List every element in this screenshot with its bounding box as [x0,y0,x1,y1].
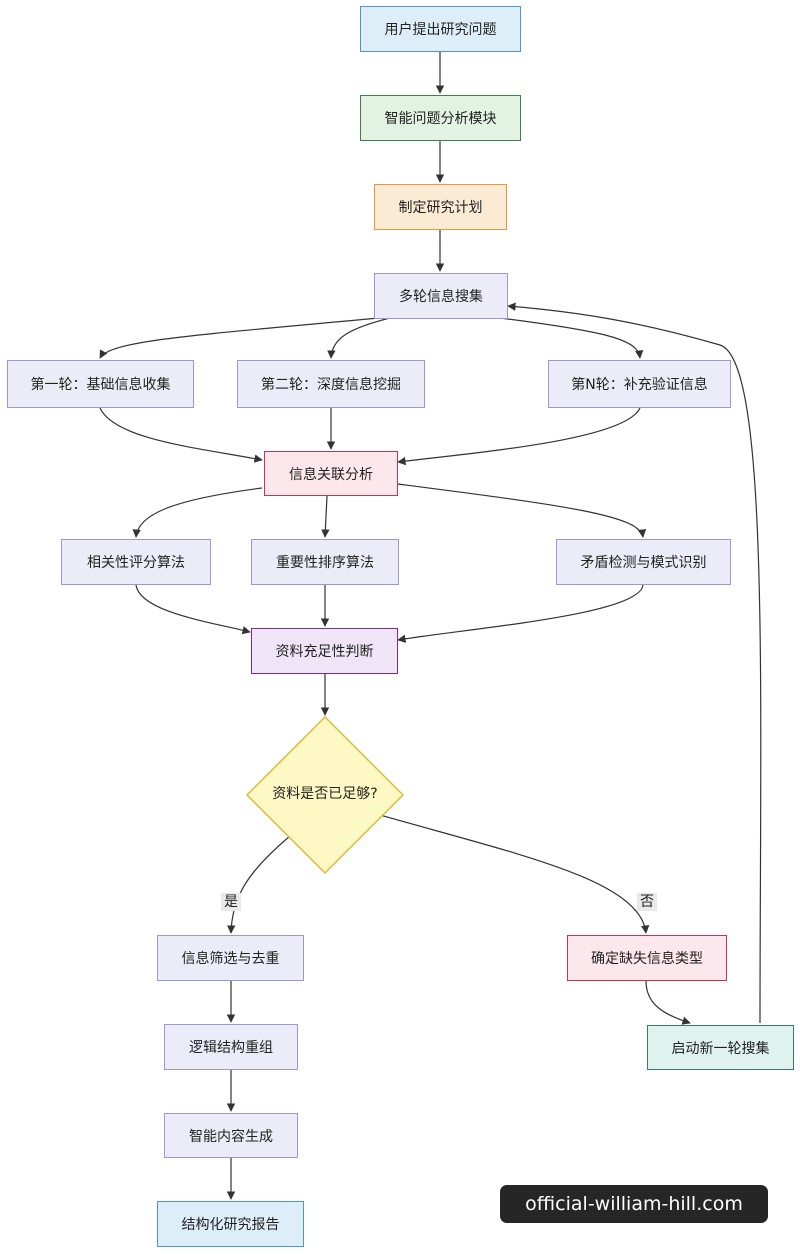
decision-diamond [245,715,405,875]
node-analysis-module: 智能问题分析模块 [360,95,521,141]
edge-correlation-to-contradiction [397,483,647,538]
node-missing-info-type: 确定缺失信息类型 [567,935,727,981]
node-user-question: 用户提出研究问题 [360,6,521,52]
node-round-one: 第一轮：基础信息收集 [7,360,194,408]
edge-contradiction-to-sufficiency [397,584,644,643]
node-importance-ranking: 重要性排序算法 [251,539,399,585]
node-round-n: 第N轮：补充验证信息 [548,360,731,408]
node-relevance-scoring: 相关性评分算法 [61,539,211,585]
edge-search-to-round-one [99,317,379,359]
node-multi-round-search: 多轮信息搜集 [374,273,508,319]
edge-search-to-round-two [327,317,391,359]
edge-correlation-to-importance [321,495,330,538]
node-contradiction-detection: 矛盾检测与模式识别 [556,539,731,585]
edge-label-yes: 是 [221,893,241,911]
edge-round-one-to-correlation [99,407,263,463]
edge-relevance-to-sufficiency [135,584,251,635]
node-structured-report: 结构化研究报告 [157,1201,304,1247]
edge-decision-to-filter [227,835,291,934]
edge-new-search-to-multi-search [507,302,762,1024]
decision-question-label: 资料是否已足够? [272,786,378,802]
edge-missing-to-new-search [645,980,691,1025]
node-research-plan: 制定研究计划 [374,184,507,230]
edge-round-n-to-correlation [397,407,641,466]
node-round-two: 第二轮：深度信息挖掘 [237,360,425,408]
node-logic-restructure: 逻辑结构重组 [164,1024,298,1070]
node-sufficiency-judgment: 资料充足性判断 [251,628,398,674]
edge-decision-to-missing [379,814,650,934]
node-filter-dedup: 信息筛选与去重 [157,935,304,981]
edge-search-to-round-n [499,317,644,359]
watermark-badge: official-william-hill.com [500,1185,768,1223]
edge-label-no: 否 [637,893,657,911]
node-content-generation: 智能内容生成 [164,1113,298,1158]
edge-correlation-to-relevance [132,487,263,538]
node-new-search-round: 启动新一轮搜集 [647,1025,794,1070]
node-info-correlation: 信息关联分析 [264,451,398,496]
